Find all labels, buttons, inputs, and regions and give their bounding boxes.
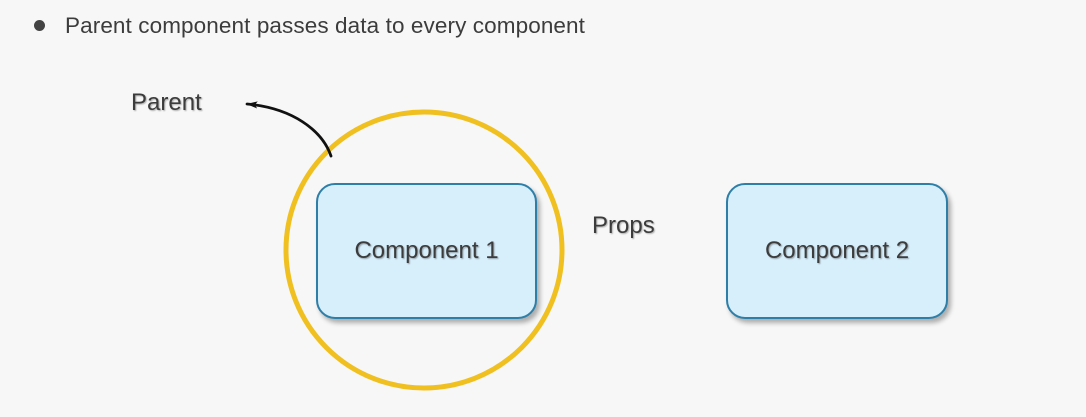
bullet-dot-icon (34, 20, 45, 31)
node-component-2[interactable]: Component 2 (726, 183, 948, 319)
bullet-list-item: Parent component passes data to every co… (34, 12, 585, 39)
node-component-1-label: Component 1 (354, 237, 499, 264)
props-label: Props (592, 212, 655, 239)
node-component-2-label: Component 2 (764, 237, 910, 264)
parent-callout-arrow (245, 101, 333, 158)
parent-highlight-circle (283, 109, 565, 391)
bullet-text: Parent component passes data to every co… (65, 13, 586, 38)
parent-label: Parent (131, 89, 202, 116)
node-component-1[interactable]: Component 1 (316, 183, 537, 319)
